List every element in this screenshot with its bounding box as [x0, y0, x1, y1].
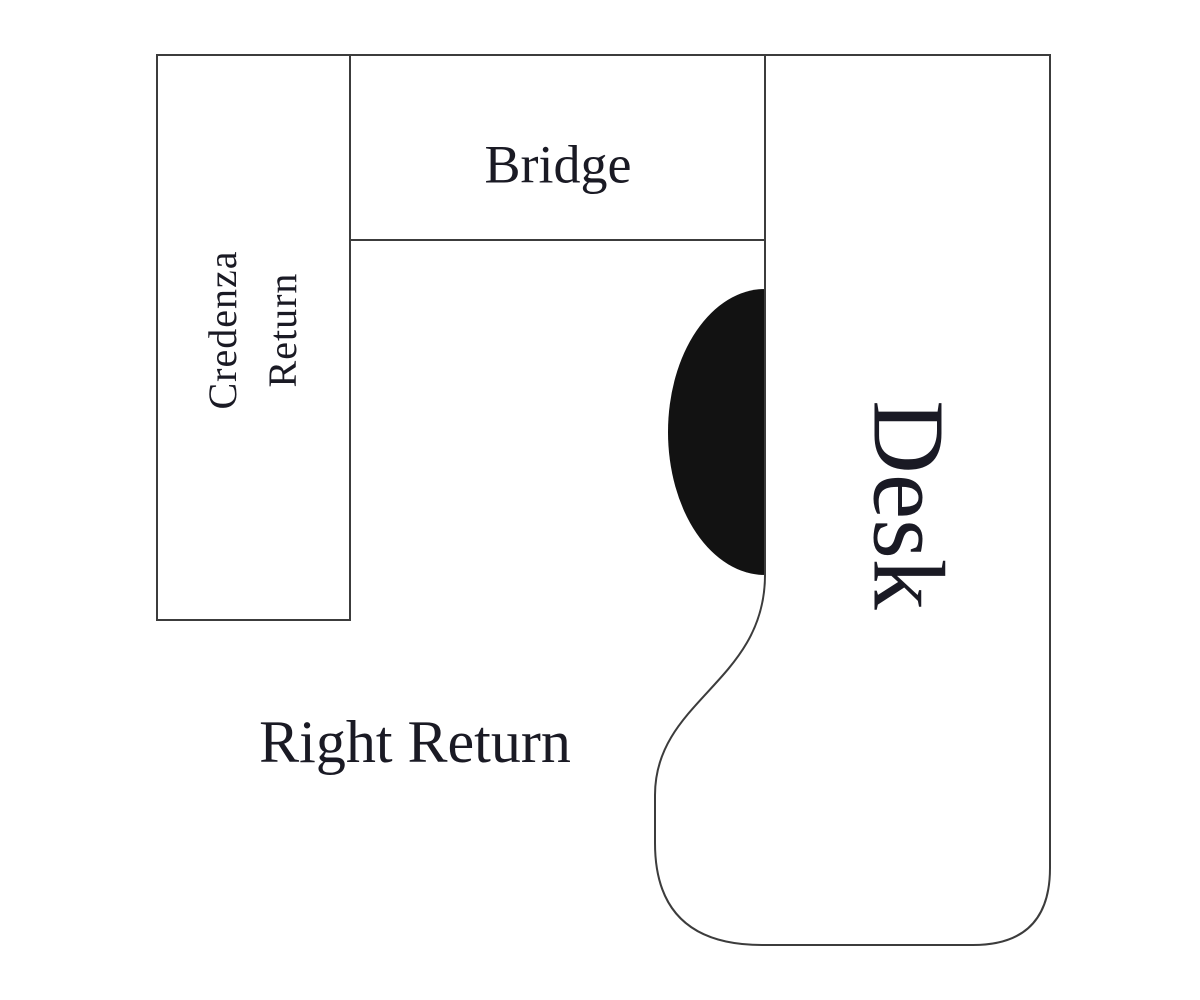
desk-label: Desk [852, 400, 965, 610]
desk-shape [654, 54, 1051, 946]
bridge-shape [349, 54, 766, 241]
bridge-label: Bridge [485, 134, 632, 194]
credenza-return-shape [156, 54, 351, 621]
credenza-return-label-line2: Return [260, 273, 305, 388]
credenza-return-label-line1: Credenza [200, 250, 245, 409]
right-return-label: Right Return [259, 709, 571, 775]
